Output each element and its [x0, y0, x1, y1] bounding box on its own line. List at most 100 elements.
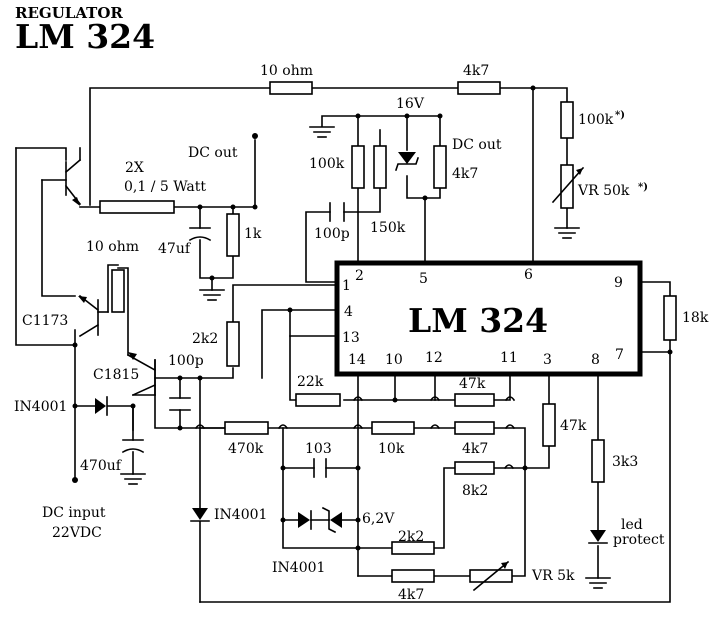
- label-in4001-left: IN4001: [14, 399, 67, 415]
- wire-pin13: [289, 335, 338, 401]
- junction: [422, 195, 428, 201]
- wire-top-rail: [89, 87, 534, 206]
- ic-pin: 10: [385, 352, 403, 368]
- wire-16v-rail: [321, 115, 441, 127]
- wire-diode-right: [107, 405, 134, 431]
- crossing: [504, 424, 516, 430]
- wire-18k-top: [639, 281, 671, 297]
- label-c1815: C1815: [93, 367, 139, 383]
- wire-47k-pin11: [493, 373, 511, 401]
- zener-16v: [398, 152, 416, 164]
- ic-pin: 13: [342, 330, 360, 346]
- ic-pin: 8: [591, 352, 600, 368]
- resistor-150k: [373, 145, 387, 189]
- resistor-1k: [226, 213, 240, 257]
- resistor-10ohm-top: [269, 81, 313, 95]
- junction: [355, 113, 361, 119]
- label-star1: *): [615, 110, 625, 121]
- crossing: [429, 424, 441, 430]
- resistor-4k7-top: [457, 81, 501, 95]
- label-16v: 16V: [396, 96, 425, 112]
- label-dc-out-left: DC out: [188, 145, 238, 161]
- resistor-18k: [663, 295, 677, 341]
- vr-5k-arrowhead: [501, 562, 508, 569]
- wire-150k-cap: [343, 187, 381, 213]
- junctions: [72, 85, 673, 551]
- label-dc-input-voltage: 22VDC: [52, 525, 102, 541]
- wire-cap-pin1: [305, 211, 338, 283]
- ic-pin: 4: [344, 304, 353, 320]
- label-4k7-zener: 4k7: [452, 166, 478, 182]
- label-100p-mid: 100p: [168, 353, 204, 369]
- title-lm324: LM 324: [15, 17, 155, 56]
- cap-470uf-curved-plate: [121, 448, 145, 454]
- wires: [15, 87, 671, 603]
- ic-pin: 12: [425, 350, 443, 366]
- wire-base-loop: [41, 179, 76, 297]
- resistor-10k: [371, 421, 415, 435]
- label-2x: 2X: [125, 160, 144, 176]
- junction: [392, 397, 398, 403]
- crossing: [352, 424, 364, 430]
- label-4k7-top: 4k7: [463, 63, 489, 79]
- junction: [667, 349, 673, 355]
- junction: [280, 517, 286, 523]
- label-47k-h: 47k: [459, 376, 486, 392]
- transistors: [41, 147, 157, 397]
- led-protect: [590, 530, 606, 542]
- label-18k: 18k: [682, 310, 709, 326]
- crossing: [503, 464, 515, 470]
- label-10k: 10k: [378, 441, 405, 457]
- diode-in4001-left: [95, 398, 106, 414]
- label-2x-rating: 0,1 / 5 Watt: [124, 179, 206, 195]
- wire-10ohm-mid-top: [107, 264, 119, 313]
- wire-crossings: [194, 396, 516, 470]
- zener-16v-bar: [394, 156, 420, 172]
- label-in4001-bottom: IN4001: [214, 507, 267, 523]
- title-regulator: REGULATOR: [15, 4, 123, 22]
- label-dc-out-right: DC out: [452, 137, 502, 153]
- zener-6v2: [330, 512, 342, 528]
- resistor-10ohm-mid: [111, 269, 125, 313]
- crossing: [277, 424, 289, 430]
- resistor-4k7-bot: [391, 569, 435, 583]
- wire-8k2-2k2: [433, 467, 456, 549]
- label-103: 103: [305, 441, 332, 457]
- diode-in4001-bottom: [192, 508, 208, 520]
- label-2k2-left: 2k2: [192, 331, 218, 347]
- junction: [177, 425, 183, 431]
- wire-left-loop: [15, 147, 76, 346]
- ic-name: LM 324: [408, 301, 548, 340]
- diodes: [95, 152, 608, 544]
- junction: [522, 465, 528, 471]
- junction: [130, 403, 136, 409]
- crossing: [504, 396, 516, 402]
- ic-pin: 2: [355, 268, 364, 284]
- label-led: led: [621, 517, 643, 533]
- resistor-470k: [224, 421, 269, 435]
- junction: [355, 465, 361, 471]
- label-22k: 22k: [297, 374, 324, 390]
- ic-pin: 7: [615, 347, 624, 363]
- label-in4001-mid: IN4001: [272, 560, 325, 576]
- label-470uf: 470uf: [80, 458, 123, 474]
- label-6v2: 6,2V: [362, 511, 395, 527]
- wire-100k-top: [532, 87, 568, 103]
- ic-pin-numbers: 1 2 5 6 9 4 13 14 10 12 11 3 8 7: [342, 267, 624, 368]
- transistor-top-arrow: [72, 197, 80, 206]
- junction: [72, 403, 78, 409]
- wire-2k2-pin1: [232, 284, 338, 323]
- vr-50k-arrow: [551, 166, 585, 204]
- transistor-c1815-arrow: [128, 352, 137, 360]
- wire-4k7-right: [493, 427, 526, 469]
- label-150k: 150k: [370, 220, 406, 236]
- resistor-3k3: [591, 439, 605, 483]
- resistor-100k: [351, 145, 365, 189]
- junction: [530, 85, 536, 91]
- resistor-4k7-zener: [433, 145, 447, 189]
- transistor-c1173-emitter: [78, 323, 100, 338]
- resistor-2x-shunt: [99, 200, 175, 214]
- vr-50k-arrowhead: [576, 168, 583, 175]
- label-protect: protect: [613, 532, 665, 548]
- resistor-8k2: [454, 461, 495, 475]
